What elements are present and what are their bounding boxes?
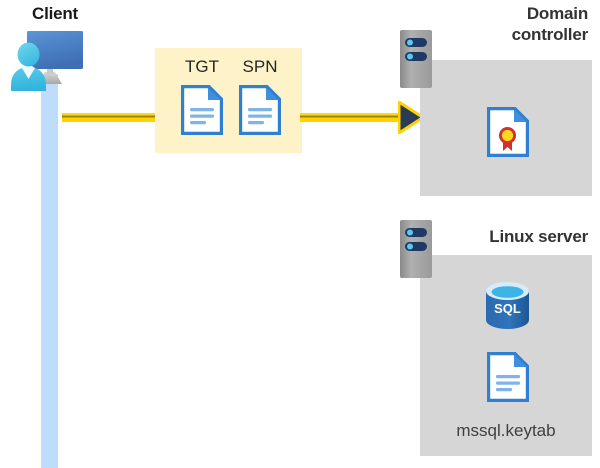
sql-database-icon: SQL <box>483 281 532 330</box>
keytab-filename-label: mssql.keytab <box>456 421 556 440</box>
domain-controller-server-icon <box>400 30 432 88</box>
linux-server-icon <box>400 220 432 278</box>
connector-arrowhead-icon <box>397 99 426 136</box>
tgt-document-icon <box>181 85 223 135</box>
certificate-document-icon <box>487 107 529 157</box>
connector-line-left <box>62 113 157 122</box>
client-label: Client <box>32 4 79 23</box>
user-workstation-icon <box>6 28 90 94</box>
spn-caption: SPN <box>242 57 278 76</box>
domain-controller-label: Domain controller <box>511 4 589 44</box>
spn-document-icon <box>239 85 281 135</box>
svg-text:SQL: SQL <box>494 301 521 316</box>
client-lifeline-bar <box>41 74 58 468</box>
connector-line-right <box>300 113 403 122</box>
keytab-document-icon <box>487 352 529 402</box>
tgt-caption: TGT <box>185 57 219 76</box>
linux-server-label: Linux server <box>489 227 588 246</box>
